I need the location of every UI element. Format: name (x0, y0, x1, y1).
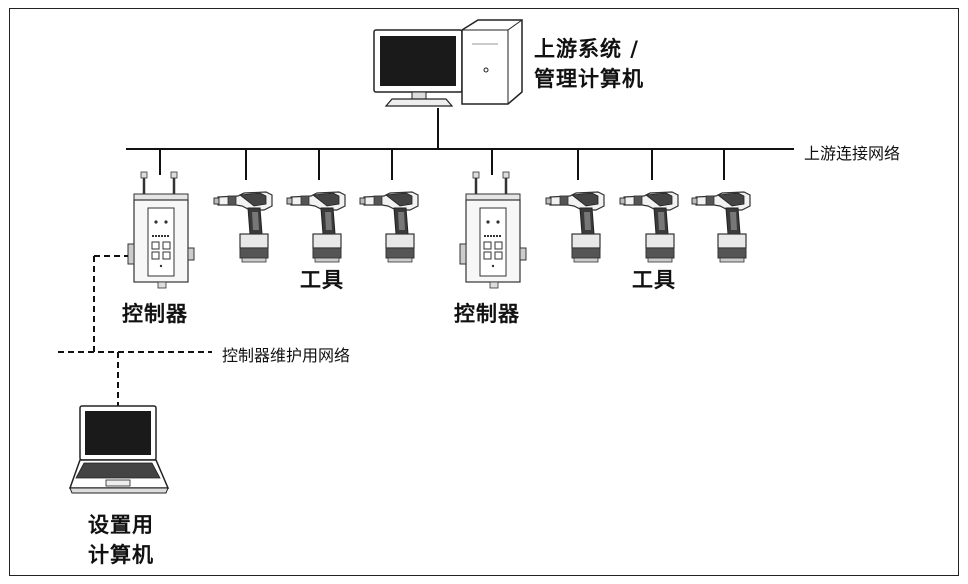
controller-2-icon (458, 170, 528, 290)
maintenance-network (58, 255, 212, 408)
controller-1-icon (126, 170, 196, 290)
controller-label-2: 控制器 (454, 302, 520, 326)
tool-6-icon (691, 191, 751, 263)
tools-label-2: 工具 (632, 268, 676, 292)
tool-4-icon (545, 191, 605, 263)
host-computer-label-line1: 上游系统 / (534, 37, 639, 61)
maintenance-network-label: 控制器维护用网络 (222, 346, 351, 365)
setup-pc-label: 设置用 计算机 (76, 510, 166, 570)
upstream-network-label: 上游连接网络 (804, 144, 901, 163)
controller-label-1: 控制器 (122, 302, 188, 326)
setup-pc-label-line1: 设置用 (88, 513, 154, 537)
tool-2-icon (286, 191, 346, 263)
tools-label-1: 工具 (300, 268, 344, 292)
laptop-icon (68, 405, 170, 494)
tool-1-icon (213, 191, 273, 263)
tool-5-icon (619, 191, 679, 263)
host-computer-label: 上游系统 / 管理计算机 (534, 34, 644, 94)
setup-pc-label-line2: 计算机 (88, 543, 154, 567)
host-computer-icon (373, 19, 523, 107)
upstream-network (126, 108, 794, 180)
host-computer-label-line2: 管理计算机 (534, 67, 644, 91)
tool-3-icon (359, 191, 419, 263)
